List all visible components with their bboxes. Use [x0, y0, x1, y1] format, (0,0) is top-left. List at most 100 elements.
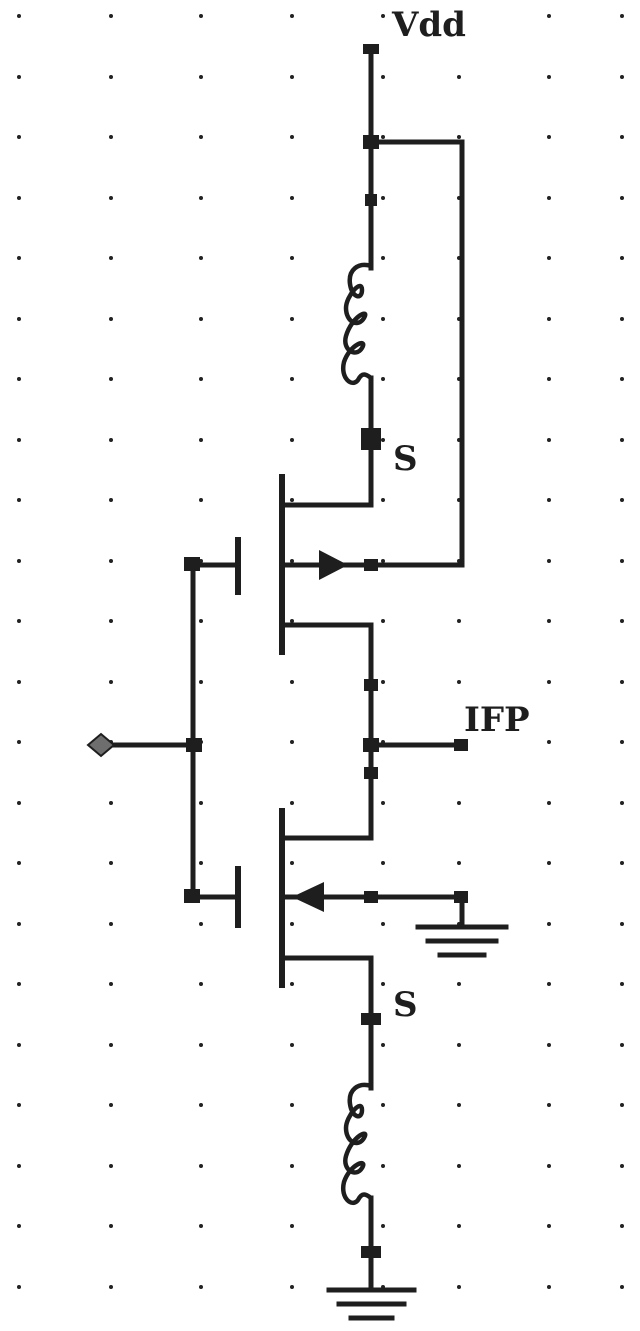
- grid-dot: [547, 135, 551, 139]
- grid-dot: [109, 135, 113, 139]
- grid-dot: [109, 559, 113, 563]
- grid-dot: [290, 619, 294, 623]
- grid-dot: [109, 922, 113, 926]
- grid-dot: [109, 75, 113, 79]
- grid-dot: [109, 982, 113, 986]
- grid-dot: [457, 619, 461, 623]
- grid-dot: [547, 1164, 551, 1168]
- wire-node: [364, 767, 378, 779]
- grid-dot: [17, 740, 21, 744]
- grid-dot: [620, 377, 624, 381]
- grid-dot: [620, 801, 624, 805]
- grid-dot: [199, 196, 203, 200]
- wire-node: [184, 889, 200, 903]
- grid-dot: [457, 861, 461, 865]
- grid-dot: [290, 1043, 294, 1047]
- grid-dot: [199, 135, 203, 139]
- grid-dot: [457, 1043, 461, 1047]
- grid-dot: [620, 680, 624, 684]
- grid-dot: [17, 75, 21, 79]
- grid-dot: [17, 498, 21, 502]
- grid-dot: [290, 256, 294, 260]
- grid-dot: [381, 1164, 385, 1168]
- grid-dot: [290, 1103, 294, 1107]
- gate-junction-node: [186, 738, 202, 752]
- grid-dot: [381, 1224, 385, 1228]
- grid-dot: [199, 1285, 203, 1289]
- grid-dot: [199, 75, 203, 79]
- grid-dot: [199, 1224, 203, 1228]
- grid-dot: [547, 861, 551, 865]
- grid-dot: [290, 317, 294, 321]
- grid-dot: [381, 922, 385, 926]
- grid-dot: [381, 135, 385, 139]
- grid-dot: [199, 922, 203, 926]
- grid-dot: [199, 1103, 203, 1107]
- grid-dot: [199, 1164, 203, 1168]
- grid-dot: [547, 801, 551, 805]
- grid-dot: [199, 377, 203, 381]
- grid-dot: [381, 1043, 385, 1047]
- grid-dot: [381, 256, 385, 260]
- grid-dot: [17, 801, 21, 805]
- grid-dot: [547, 680, 551, 684]
- grid-dot: [547, 740, 551, 744]
- grid-dot: [199, 861, 203, 865]
- body-ground-symbol: [415, 894, 509, 958]
- grid-dot: [17, 135, 21, 139]
- grid-dot: [381, 196, 385, 200]
- grid-dot: [17, 922, 21, 926]
- grid-dot: [620, 740, 624, 744]
- grid-dot: [381, 75, 385, 79]
- upper-source-label: S: [393, 439, 418, 479]
- wire-node: [184, 557, 200, 571]
- wire-node: [365, 194, 377, 206]
- grid-dot: [199, 438, 203, 442]
- grid-dot: [109, 256, 113, 260]
- grid-dot: [109, 14, 113, 18]
- grid-dot: [457, 801, 461, 805]
- grid-dot: [199, 619, 203, 623]
- grid-dot: [290, 1164, 294, 1168]
- grid-dot: [620, 256, 624, 260]
- grid-dot: [290, 1285, 294, 1289]
- wire-node: [364, 559, 378, 571]
- grid-dot: [620, 498, 624, 502]
- grid-dot: [457, 135, 461, 139]
- output-junction-node: [363, 738, 379, 752]
- grid-dot: [17, 680, 21, 684]
- grid-dot: [547, 922, 551, 926]
- grid-dot: [620, 982, 624, 986]
- grid-dot: [199, 680, 203, 684]
- grid-dot: [109, 1103, 113, 1107]
- grid-dot: [381, 619, 385, 623]
- grid-dot: [199, 14, 203, 18]
- grid-dot: [109, 1043, 113, 1047]
- lower-source-net: [361, 955, 381, 1091]
- grid-dot: [620, 1285, 624, 1289]
- grid-dot: [199, 498, 203, 502]
- grid-dot: [109, 196, 113, 200]
- grid-dot: [17, 861, 21, 865]
- nmos-body-arrow: [292, 882, 324, 912]
- grid-dot: [547, 1103, 551, 1107]
- grid-dot: [620, 14, 624, 18]
- upper-source-node: [361, 436, 381, 450]
- grid-dot: [620, 1103, 624, 1107]
- grid-dot: [381, 861, 385, 865]
- grid-dot: [109, 438, 113, 442]
- vdd-terminal: [363, 44, 379, 54]
- grid-dot: [620, 1224, 624, 1228]
- grid-dot: [547, 438, 551, 442]
- grid-dot: [17, 982, 21, 986]
- grid-dot: [109, 680, 113, 684]
- grid-dot: [109, 377, 113, 381]
- grid-dot: [547, 498, 551, 502]
- grid-dot: [457, 982, 461, 986]
- grid-dot: [109, 801, 113, 805]
- grid-dot: [381, 317, 385, 321]
- grid-dot: [547, 619, 551, 623]
- grid-dot: [17, 317, 21, 321]
- grid-dot: [381, 377, 385, 381]
